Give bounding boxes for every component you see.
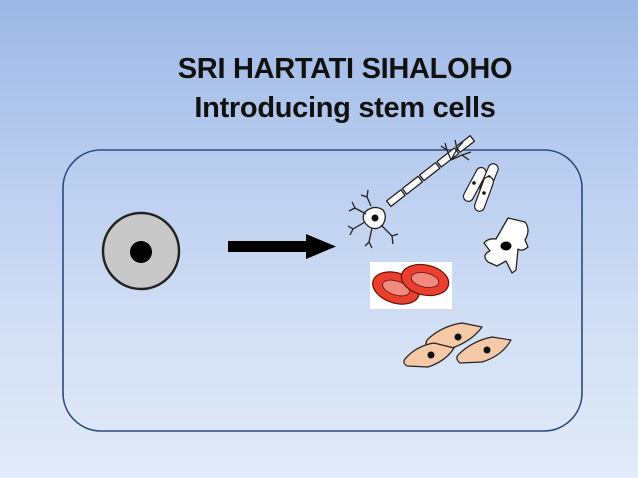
stem-cell-icon (101, 211, 181, 291)
red-blood-cells-icon (370, 262, 452, 309)
bone-cell-icon (483, 217, 529, 274)
skin-cells-icon (403, 322, 512, 368)
slide-heading: Introducing stem cells (194, 92, 496, 124)
muscle-cells-icon (462, 163, 499, 212)
slide-title: SRI HARTATI SIHALOHO Introducing stem ce… (0, 50, 638, 128)
author-name: SRI HARTATI SIHALOHO (177, 53, 513, 85)
diagram-frame (62, 149, 583, 432)
neuron-icon (347, 135, 476, 249)
arrow-right-icon (228, 234, 336, 259)
